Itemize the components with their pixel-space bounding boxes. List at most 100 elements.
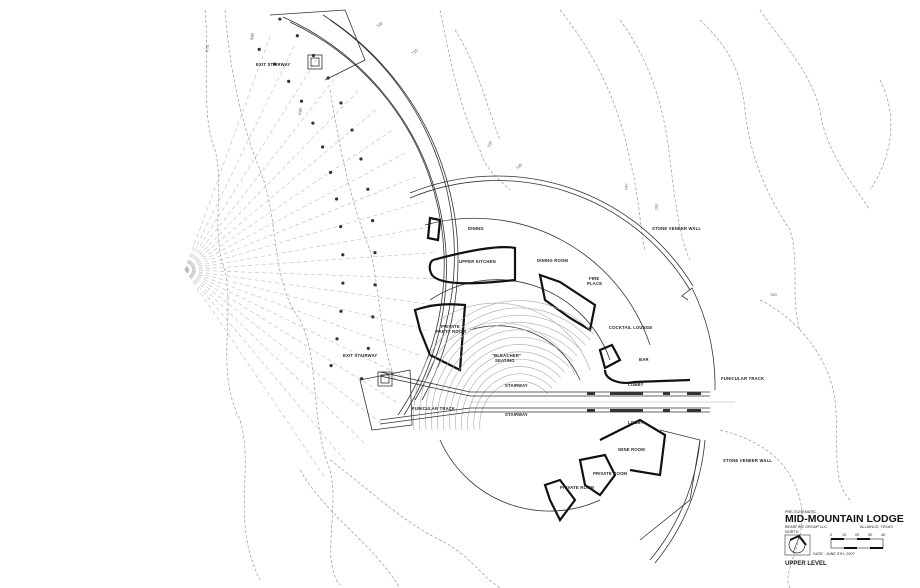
bleacher-seating [413, 300, 595, 431]
room-labels: EXIT STAIRWAY EXIT STAIRWAY DINING UPPER… [256, 62, 772, 490]
label-private-party-room-2: PARTY ROOM [436, 329, 466, 334]
callout-funicular-track-right: FUNICULAR TRACK [721, 376, 764, 381]
funicular-track [379, 371, 735, 425]
column-icon [328, 170, 333, 174]
svg-text:760: 760 [770, 292, 777, 297]
svg-text:710: 710 [410, 47, 419, 56]
column-icon [370, 219, 375, 223]
callout-stone-veneer-wall-top: STONE VENEER WALL [652, 226, 701, 231]
column-icon [272, 62, 277, 66]
svg-text:680: 680 [249, 32, 255, 40]
client-name: BEARFIRE GROUP LLC [785, 525, 827, 529]
column-icon [339, 101, 343, 105]
label-cocktail-lounge: COCKTAIL LOUNGE [609, 325, 652, 330]
column-icon [326, 76, 330, 80]
scale-tick: 0 [830, 533, 832, 537]
radial-grid-line [184, 109, 377, 271]
phase-label: PRE-SCHEMATIC [785, 510, 816, 514]
callout-stone-veneer-wall-bottom: STONE VENEER WALL [723, 458, 772, 463]
label-dining-room: DINING ROOM [537, 258, 568, 263]
column-icon [335, 337, 339, 341]
radial-grid-line [184, 72, 340, 271]
column-icon [366, 187, 370, 191]
svg-text:720: 720 [486, 140, 493, 149]
label-upper-kitchen: UPPER KITCHEN [459, 259, 496, 264]
radial-grid-line [184, 269, 421, 356]
bleacher-row [473, 373, 553, 431]
label-stairway-bottom: STAIRWAY [505, 412, 528, 417]
column-icon [295, 34, 299, 38]
label-bleacher-seating-2: SEATING [495, 358, 515, 363]
column-icon [373, 251, 377, 255]
label-fire-place: FIRE [589, 276, 599, 281]
label-bar: BAR [639, 357, 649, 362]
label-lobby-bottom: LOBBY [628, 420, 644, 425]
svg-text:750: 750 [654, 203, 659, 210]
radial-grid-lines [184, 34, 435, 478]
scale-tick: 40 [881, 533, 885, 537]
radial-grid-line [184, 269, 326, 478]
project-title: MID-MOUNTAIN LODGE [785, 513, 904, 525]
radial-grid-line [184, 226, 432, 271]
label-private-party-room: PRIVATE [441, 324, 460, 329]
column-icon [311, 53, 316, 58]
column-icon [299, 99, 304, 103]
column-icon [321, 145, 325, 149]
radial-grid-line [184, 45, 295, 271]
radial-grid-line [184, 269, 383, 425]
label-exit-stairway-top: EXIT STAIRWAY [256, 62, 290, 67]
bleacher-row [443, 336, 574, 431]
svg-text:700: 700 [375, 20, 384, 29]
radial-grid-line [184, 129, 393, 271]
column-icon [373, 283, 377, 287]
curved-wing [257, 9, 459, 431]
radial-grid-line [184, 200, 426, 271]
label-private-room-1: PRIVATE ROOM [593, 471, 627, 476]
column-icon [334, 197, 339, 201]
scale-tick: 10 [842, 533, 846, 537]
column-icon [311, 121, 315, 125]
label-dining: DINING [468, 226, 484, 231]
sheet-title: UPPER LEVEL [785, 561, 827, 567]
svg-text:730: 730 [515, 162, 524, 171]
radial-grid-line [184, 34, 271, 271]
column-icon [366, 346, 370, 350]
graphic-scale: 0 10 20 30 40 [830, 533, 885, 549]
scale-tick: 20 [855, 533, 859, 537]
label-fire-place-2: PLACE [587, 281, 602, 286]
bleacher-row [467, 366, 557, 431]
column-icon [371, 315, 375, 319]
column-icon [341, 281, 345, 285]
label-exit-stairway-bottom: EXIT STAIRWAY [343, 353, 377, 358]
bleacher-row [479, 380, 549, 431]
exit-stair-top-icon [307, 54, 323, 70]
label-bleacher-seating: "BLEACHER" [492, 353, 521, 358]
radial-grid-line [184, 89, 359, 271]
column-icon [360, 377, 364, 381]
bleacher-row [419, 307, 591, 431]
svg-text:670: 670 [204, 44, 210, 52]
label-private-room-2: PRIVATE ROOM [560, 485, 594, 490]
radial-grid-line [184, 269, 410, 380]
column-icon [257, 47, 261, 51]
radial-grid-line [184, 269, 433, 306]
label-lobby-top: LOBBY [628, 382, 644, 387]
bleacher-row [455, 351, 566, 431]
column-icon [350, 128, 354, 132]
drawing-date: DATE : JUNE 5TH, 2007 [813, 552, 855, 556]
radial-grid-line [184, 269, 346, 462]
radial-grid-line [184, 252, 435, 271]
bleacher-row [425, 314, 587, 431]
column-icon [329, 364, 333, 368]
column-icon [278, 17, 282, 21]
radial-grid-line [184, 57, 318, 271]
radial-grid-line [184, 269, 366, 444]
radial-grid-line [184, 269, 428, 331]
bleacher-row [461, 358, 561, 431]
north-label: NORTH [785, 530, 799, 534]
bleacher-row [437, 329, 578, 431]
svg-text:740: 740 [624, 183, 629, 190]
svg-text:690: 690 [297, 107, 303, 115]
bleacher-row [413, 300, 595, 431]
